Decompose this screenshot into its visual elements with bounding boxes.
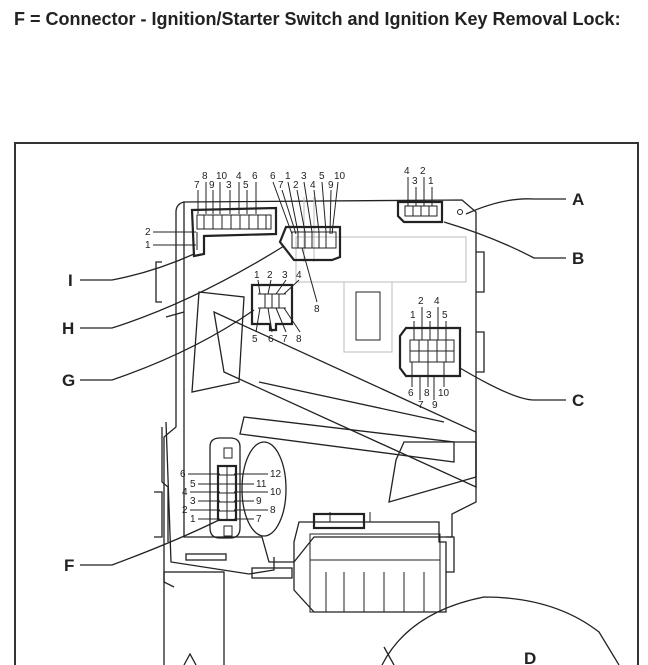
connector-i: 8 10 4 6 7 9 3 5 2 1 — [145, 171, 278, 258]
i-pin-5: 5 — [243, 180, 249, 191]
h-pin-2: 2 — [293, 180, 299, 191]
h-pin-1: 1 — [285, 171, 291, 182]
a-pin-2: 2 — [420, 166, 426, 177]
c-pin-5: 5 — [442, 310, 448, 321]
h-pin-3: 3 — [301, 171, 307, 182]
h-pin-4: 4 — [310, 180, 316, 191]
g-pin-6: 6 — [268, 334, 274, 345]
arrow-marker — [183, 652, 197, 665]
c-pin-10: 10 — [438, 388, 450, 399]
c-pin-7: 7 — [418, 400, 424, 411]
connector-h: 6 1 3 5 10 7 2 4 9 8 — [270, 171, 346, 315]
callout-g: G — [62, 371, 75, 390]
i-pin-6: 6 — [252, 171, 258, 182]
callout-f: F — [64, 556, 74, 575]
f-pin-4: 4 — [182, 487, 188, 498]
f-pin-5: 5 — [190, 479, 196, 490]
i-pin-4: 4 — [236, 171, 242, 182]
h-pin-10: 10 — [334, 171, 346, 182]
connector-g: 1 2 3 4 5 6 7 8 — [250, 270, 302, 345]
connector-a: 4 2 3 1 — [396, 166, 463, 224]
c-pin-9: 9 — [432, 400, 438, 411]
i-pin-7: 7 — [194, 180, 200, 191]
f-pin-9: 9 — [256, 496, 262, 507]
a-pin-4: 4 — [404, 166, 410, 177]
c-pin-3: 3 — [426, 310, 432, 321]
h-pin-5: 5 — [319, 171, 325, 182]
f-pin-1: 1 — [190, 514, 196, 525]
callout-b: B — [572, 249, 584, 268]
i-pin-9: 9 — [209, 180, 215, 191]
i-pin-8: 8 — [202, 171, 208, 182]
f-pin-11: 11 — [256, 479, 267, 490]
callout-h: H — [62, 319, 74, 338]
i-pin-2: 2 — [145, 227, 151, 238]
h-pin-9: 9 — [328, 180, 334, 191]
i-pin-1: 1 — [145, 240, 151, 251]
callout-lines — [80, 198, 566, 566]
g-pin-8: 8 — [296, 334, 302, 345]
callout-a: A — [572, 190, 584, 209]
c-pin-6: 6 — [408, 388, 414, 399]
f-pin-3: 3 — [190, 496, 196, 507]
connector-f: 6 5 4 3 2 1 12 11 10 9 8 7 — [180, 437, 287, 539]
c-pin-8: 8 — [424, 388, 430, 399]
g-pin-5: 5 — [252, 334, 258, 345]
h-pin-6: 6 — [270, 171, 276, 182]
f-pin-12: 12 — [270, 469, 282, 480]
part-d-outline — [381, 596, 620, 665]
switch-housing — [154, 197, 485, 665]
i-pin-10: 10 — [216, 171, 228, 182]
connector-diagram: 8 10 4 6 7 9 3 5 2 1 6 1 3 5 10 7 2 4 9 … — [14, 142, 640, 665]
g-pin-7: 7 — [282, 334, 288, 345]
g-pin-3: 3 — [282, 270, 288, 281]
i-pin-3: 3 — [226, 180, 232, 191]
f-pin-7: 7 — [256, 514, 262, 525]
a-pin-3: 3 — [412, 176, 418, 187]
h-pin-7: 7 — [278, 180, 284, 191]
a-pin-1: 1 — [428, 176, 434, 187]
c-pin-2: 2 — [418, 296, 424, 307]
c-pin-1: 1 — [410, 310, 416, 321]
f-pin-10: 10 — [270, 487, 282, 498]
callout-i: I — [68, 271, 73, 290]
f-pin-8: 8 — [270, 505, 276, 516]
g-pin-4: 4 — [296, 270, 302, 281]
callout-c: C — [572, 391, 584, 410]
h-pin-8: 8 — [314, 304, 320, 315]
g-pin-2: 2 — [267, 270, 273, 281]
f-pin-2: 2 — [182, 505, 188, 516]
g-pin-1: 1 — [254, 270, 260, 281]
page-title: F = Connector - Ignition/Starter Switch … — [14, 9, 621, 29]
c-pin-4: 4 — [434, 296, 440, 307]
connector-c: 2 4 1 3 5 6 8 10 7 9 — [398, 296, 462, 411]
f-pin-6: 6 — [180, 469, 186, 480]
callout-d: D — [524, 649, 536, 665]
